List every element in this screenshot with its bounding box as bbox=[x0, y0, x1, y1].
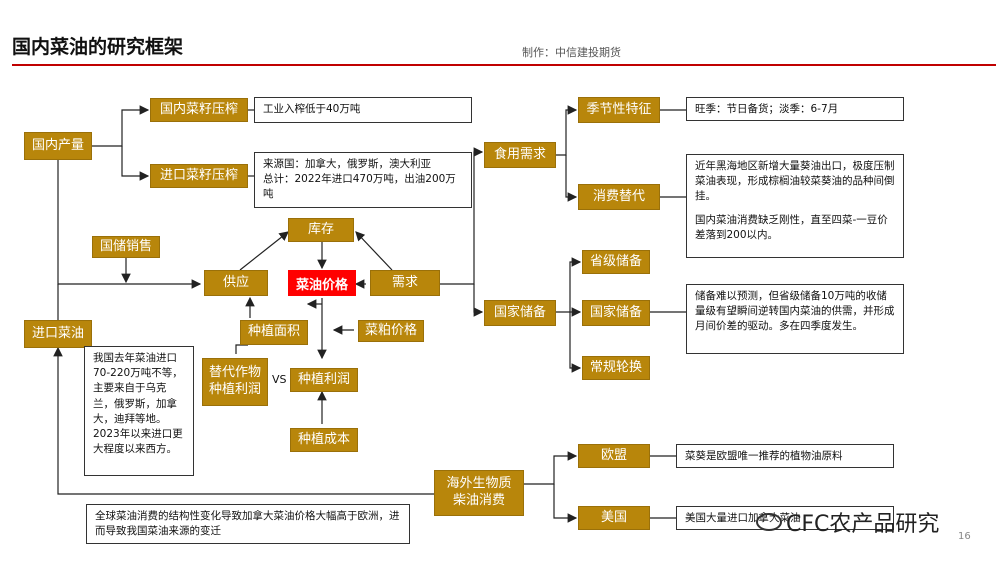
node-meal-price: 菜粕价格 bbox=[358, 320, 424, 342]
node-inventory: 库存 bbox=[288, 218, 354, 242]
note-substitution: 近年黑海地区新增大量葵油出口，极度压制菜油表现，形成棕榈油较菜葵油的品种间倒挂。… bbox=[686, 154, 904, 258]
note-substitution-para-2: 国内菜油消费缺乏刚性，直至四菜-一豆价差落到200以内。 bbox=[695, 213, 888, 241]
node-planting-area: 种植面积 bbox=[240, 320, 308, 345]
node-domestic-output: 国内产量 bbox=[24, 132, 92, 160]
node-state-reserve: 国家储备 bbox=[484, 300, 556, 326]
note-reserve: 储备难以预测，但省级储备10万吨的收储量级有望瞬间逆转国内菜油的供需，并形成月间… bbox=[686, 284, 904, 354]
node-planting-profit: 种植利润 bbox=[290, 368, 358, 392]
note-substitution-para-1: 近年黑海地区新增大量葵油出口，极度压制菜油表现，形成棕榈油较菜葵油的品种间倒挂。 bbox=[695, 160, 895, 203]
node-import-crush: 进口菜籽压榨 bbox=[150, 164, 248, 188]
node-planting-cost: 种植成本 bbox=[290, 428, 358, 452]
node-seasonal: 季节性特征 bbox=[578, 97, 660, 123]
node-substitution: 消费替代 bbox=[578, 184, 660, 210]
node-eu: 欧盟 bbox=[578, 444, 650, 468]
note-domestic-crush: 工业入榨低于40万吨 bbox=[254, 97, 472, 123]
node-provincial-reserve: 省级储备 bbox=[582, 250, 650, 274]
page-number: 16 bbox=[958, 531, 971, 542]
node-regular-rotation: 常规轮换 bbox=[582, 356, 650, 380]
node-demand: 需求 bbox=[370, 270, 440, 296]
node-import-oil: 进口菜油 bbox=[24, 320, 92, 348]
node-rapeseed-oil-price: 菜油价格 bbox=[288, 270, 356, 296]
title-divider bbox=[12, 64, 996, 66]
node-food-demand: 食用需求 bbox=[484, 142, 556, 168]
node-supply: 供应 bbox=[204, 270, 268, 296]
note-import-crush: 来源国：加拿大，俄罗斯，澳大利亚 总计：2022年进口470万吨，出油200万吨 bbox=[254, 152, 472, 208]
vs-label: VS bbox=[272, 373, 287, 386]
node-domestic-crush: 国内菜籽压榨 bbox=[150, 98, 248, 122]
author-credit: 制作：中信建投期货 bbox=[522, 46, 621, 59]
watermark: CFC农产品研究 bbox=[756, 506, 939, 538]
note-global-consumption: 全球菜油消费的结构性变化导致加拿大菜油价格大幅高于欧洲，进而导致我国菜油来源的变… bbox=[86, 504, 410, 544]
note-import-oil: 我国去年菜油进口70-220万吨不等，主要来自于乌克兰，俄罗斯，加拿大，迪拜等地… bbox=[84, 346, 194, 476]
note-eu: 菜葵是欧盟唯一推荐的植物油原料 bbox=[676, 444, 894, 468]
page-title: 国内菜油的研究框架 bbox=[12, 36, 184, 58]
node-reserve-sales: 国储销售 bbox=[92, 236, 160, 258]
node-national-reserve: 国家储备 bbox=[582, 300, 650, 326]
wechat-icon bbox=[756, 513, 782, 531]
node-us: 美国 bbox=[578, 506, 650, 530]
node-overseas-biodiesel: 海外生物质 柴油消费 bbox=[434, 470, 524, 516]
watermark-text: CFC农产品研究 bbox=[786, 512, 940, 537]
node-alt-crop-profit: 替代作物 种植利润 bbox=[202, 358, 268, 406]
note-seasonal: 旺季：节日备货；淡季：6-7月 bbox=[686, 97, 904, 121]
